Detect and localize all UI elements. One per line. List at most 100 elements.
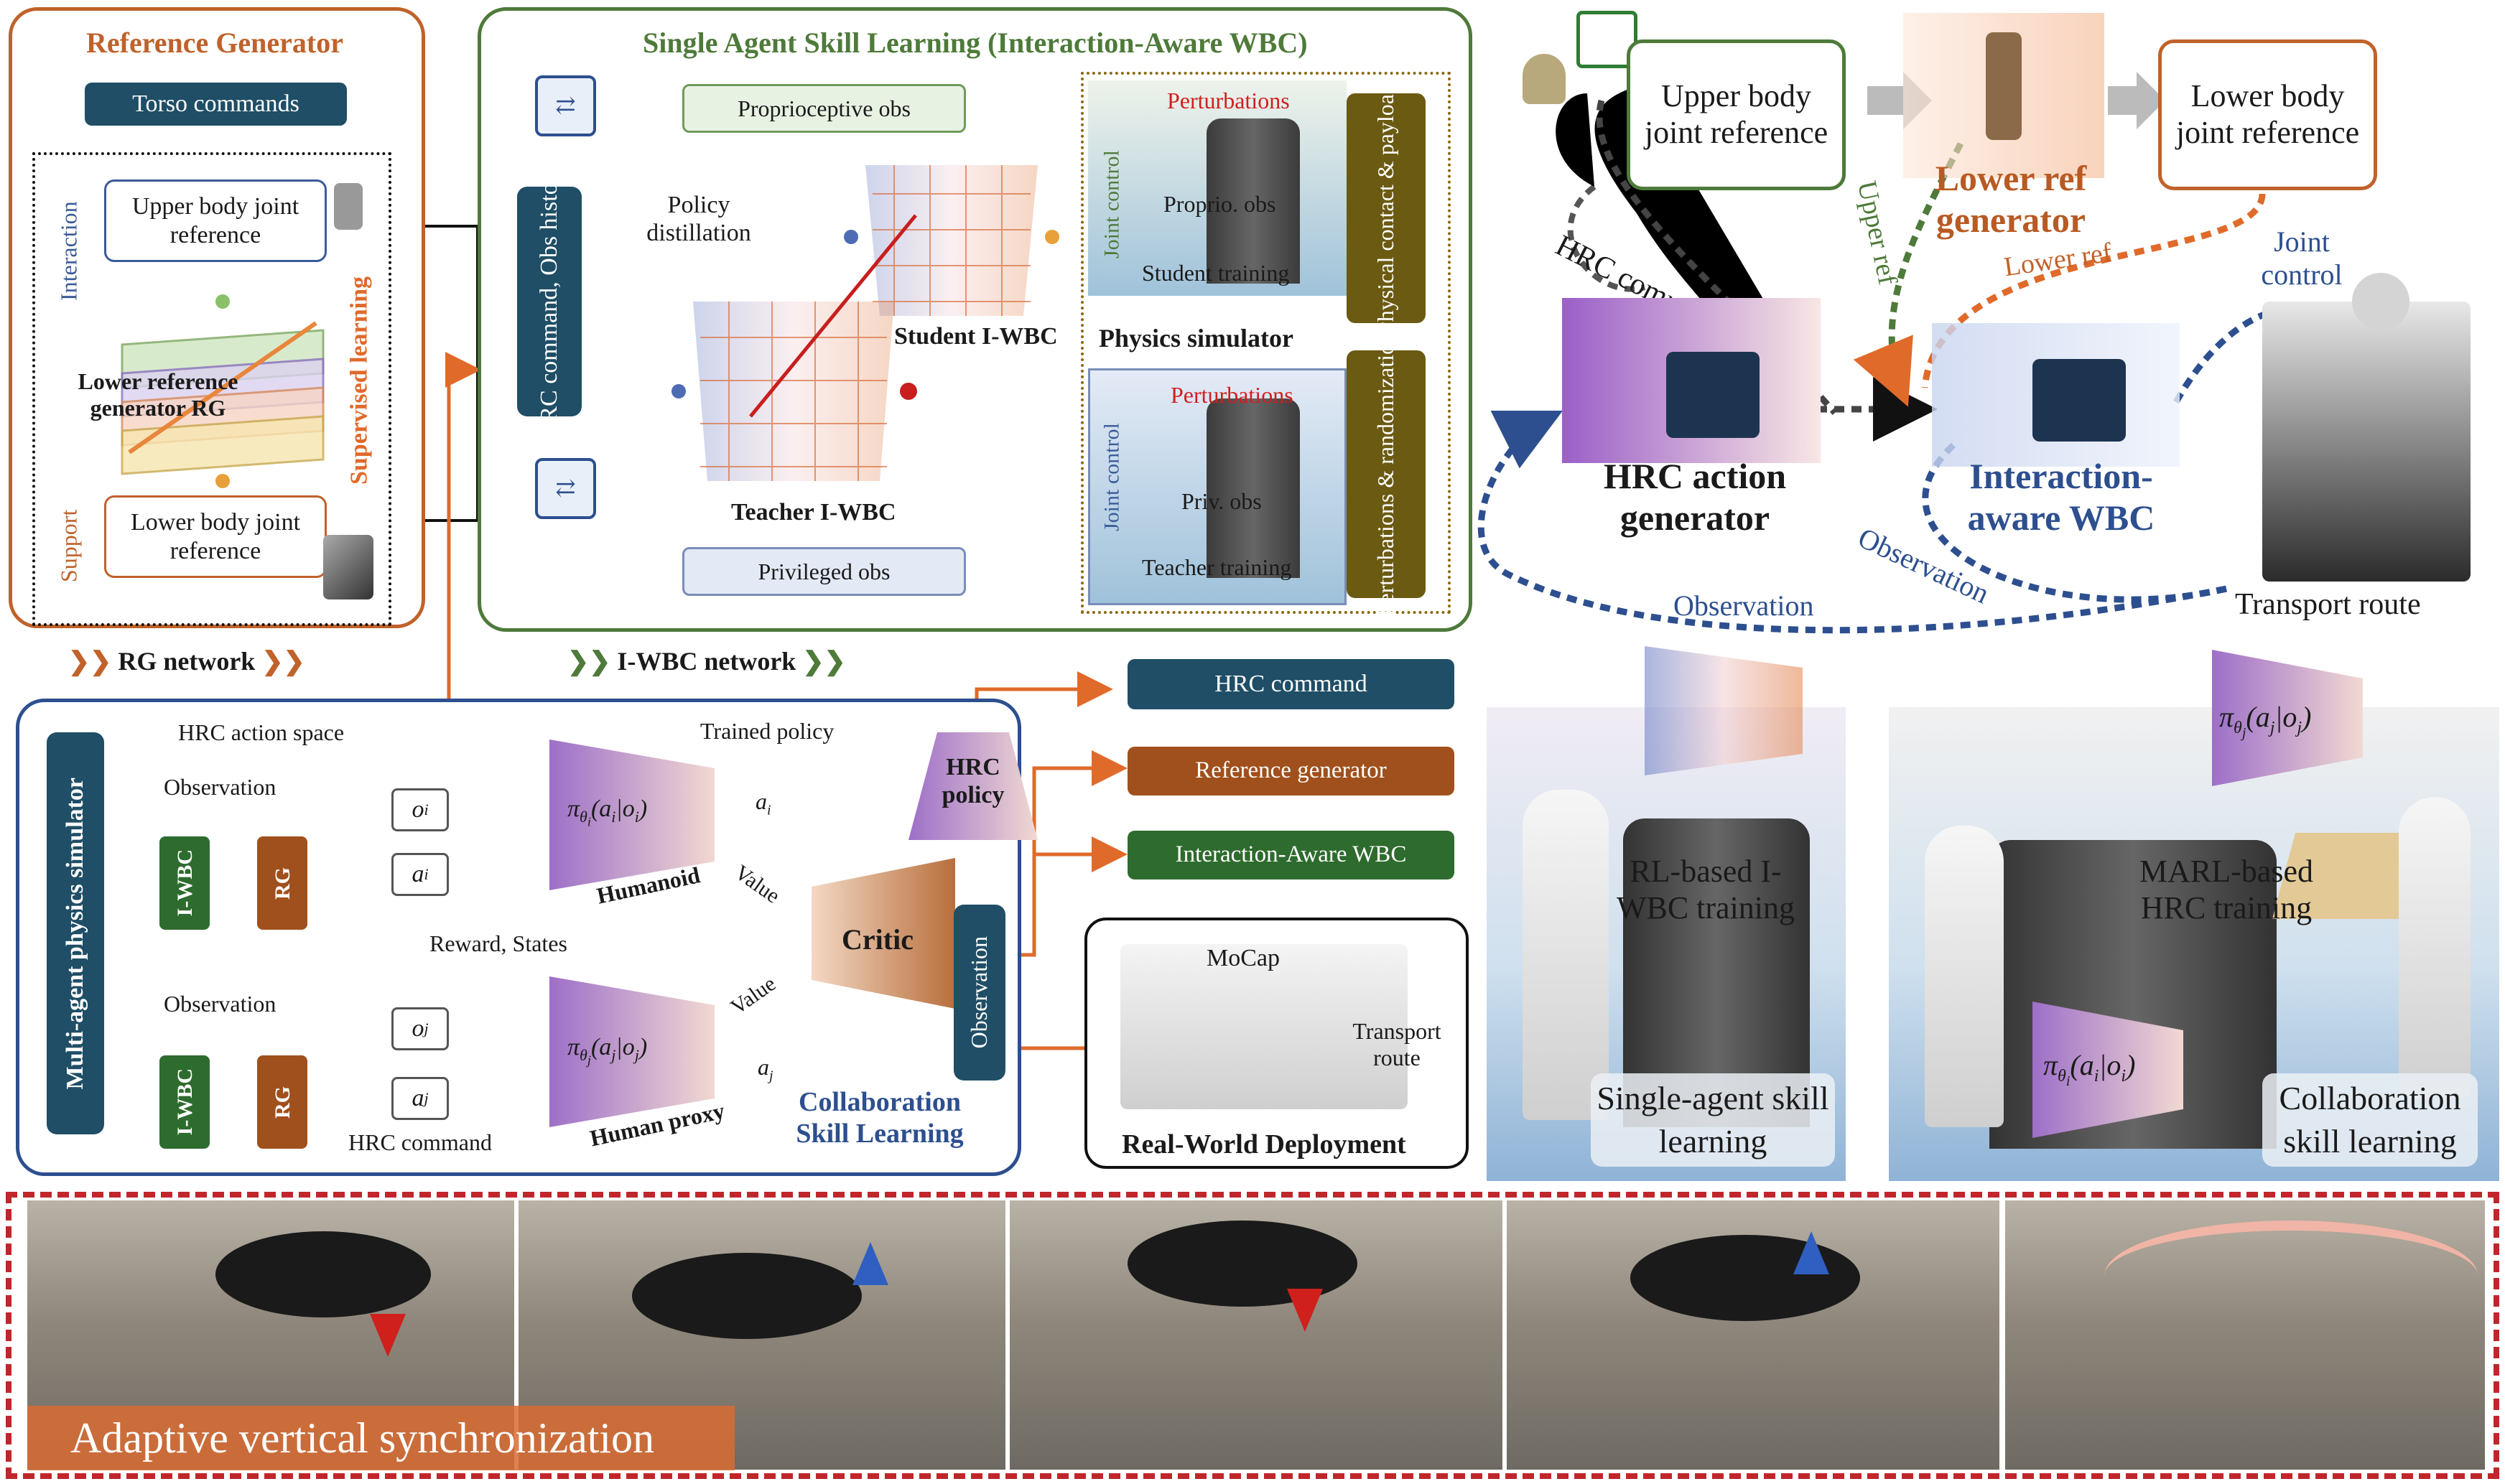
critic-label: Critic [842,923,914,956]
overview-transport-route: Transport route [2235,588,2421,621]
teacher-iwbc-network [671,214,917,495]
collab-skill-title: Collaboration Skill Learning [796,1087,964,1149]
collab-human-proxy [2399,797,2471,1098]
policy-switch-bottom[interactable]: ⇄ [535,458,596,519]
rg-network-text: RG network [118,647,256,676]
torso-commands-box: Torso commands [85,83,347,126]
privileged-obs-box: Privileged obs [682,547,966,596]
mocap-label: MoCap [1207,945,1280,971]
mocap-scene [1120,944,1408,1109]
overview-upper-ref-box: Upper body joint reference [1627,39,1846,190]
rl-training-label: RL-based I-WBC training [1616,854,1795,925]
aj-text: a [412,1085,424,1112]
ai-sub: i [424,865,429,884]
a-j-arrow-label: aj [758,1054,773,1084]
collab-robot [1925,826,2004,1127]
student-cylinder [1207,118,1300,284]
reward-states-label: Reward, States [429,930,567,956]
rg-box-humanoid: RG [257,836,307,930]
collab-pi-i-shape [2032,1002,2183,1138]
iwbc-text-1: I-WBC [172,849,197,917]
iawbc-robot-box [2032,359,2126,442]
observation-vertical-text: Observation [966,936,993,1049]
collab-pi-i-formula: πθi(ai|oi) [2043,1049,2136,1089]
a-i-arrow-text: a [756,788,767,814]
oj-sub: j [424,1019,429,1038]
real-world-label: Real-World Deployment [1122,1129,1406,1159]
transport-route-label: Transport route [1352,1018,1441,1070]
humanoid-policy-pi: π [567,795,580,822]
lower-ref-generator-network [108,294,338,488]
teacher-training-label: Teacher training [1142,554,1292,580]
observation-label-2: Observation [164,991,276,1017]
a-j-arrow-text: a [758,1054,769,1080]
hrc-policy-label: HRC policy [942,753,1005,808]
overview-hrc-action-generator: HRC action generator [1603,456,1787,538]
student-training-label: Student training [1142,260,1290,286]
deploy-hrc-command-box: HRC command [1128,659,1454,709]
overview-lower-ref-box: Lower body joint reference [2158,39,2377,190]
collab-pi-j-shape [2212,650,2363,786]
trajectory-arrow-icon [2104,1221,2478,1331]
hrc-command-obs-history-text: HRC command, Obs history [536,162,563,441]
oi-sub: i [424,801,429,819]
multi-agent-sim-box: Multi-agent physics simulator [47,732,104,1134]
policy-switch-top[interactable]: ⇄ [535,75,596,136]
hrc-policy-shape [908,732,1038,840]
up-arrow-icon-2 [1793,1231,1829,1274]
humanoid-policy-formula: πθi(ai|oi) [567,795,648,829]
tire-3 [1128,1221,1357,1307]
hrc-command-obs-history-box: HRC command, Obs history [517,162,582,441]
rg-box-human: RG [257,1055,307,1149]
oi-text: o [412,796,424,823]
joint-control-label-bottom: Joint control [1100,423,1124,532]
trained-policy-label: Trained policy [700,718,835,744]
teacher-iwbc-label: Teacher I-WBC [731,499,896,526]
policy-distillation-label: Policy distillation [646,191,751,246]
overview-lower-ref-generator: Lower ref generator [1935,158,2087,240]
lower-ref-robot-figure [1986,32,2022,140]
collab-pi-j: π [2219,701,2234,733]
upper-body-ref-box: Upper body joint reference [104,179,327,262]
rg-text-1: RG [270,867,294,900]
real-robot-photo [2262,302,2471,582]
physical-contact-payload-box: Physical contact & payload [1347,83,1426,335]
oj-text: o [412,1015,424,1042]
observation-label-1: Observation [164,774,276,800]
up-arrow-icon-1 [852,1242,888,1285]
single-agent-title: Single Agent Skill Learning (Interaction… [643,27,1308,59]
lower-body-ref-box: Lower body joint reference [104,495,327,578]
ai-text: a [412,861,424,888]
proprio-obs-label: Proprio. obs [1163,191,1276,217]
iwbc-network-text: I-WBC network [617,647,796,676]
single-agent-robot [1523,790,1609,1120]
support-label: Support [55,509,82,582]
overview-iawbc-label: Interaction-aware WBC [1967,456,2155,538]
overview-observation-2: Observation [1673,589,1814,622]
collab-pi-j-formula: πθj(aj|oj) [2219,701,2312,741]
robot-upper-icon [334,183,363,230]
multi-agent-sim-text: Multi-agent physics simulator [62,777,89,1090]
iwbc-network-label: ❯❯ I-WBC network ❯❯ [567,647,846,676]
proprioceptive-obs-box: Proprioceptive obs [682,84,966,133]
aj-sub: j [424,1089,429,1108]
iwbc-box-human: I-WBC [159,1055,210,1149]
priv-obs-label: Priv. obs [1181,488,1262,514]
interaction-label: Interaction [55,201,82,302]
a-i-arrow-label: ai [756,788,771,818]
iwbc-text-2: I-WBC [172,1068,197,1136]
iwbc-box-humanoid: I-WBC [159,836,210,930]
deploy-reference-generator-box: Reference generator [1128,747,1454,795]
collab-caption: Collaboration skill learning [2262,1073,2478,1167]
down-arrow-icon-1 [370,1314,406,1357]
human-head-icon [2352,273,2409,330]
human-proxy-policy-shape [549,976,715,1127]
single-agent-caption: Single-agent skill learning [1591,1073,1835,1167]
hrc-action-robot-box [1666,352,1760,438]
physical-contact-text: Physical contact & payload [1372,82,1399,335]
single-agent-net [1645,646,1803,775]
tire-1 [215,1231,431,1317]
human-proxy-policy-pi: π [567,1034,580,1060]
